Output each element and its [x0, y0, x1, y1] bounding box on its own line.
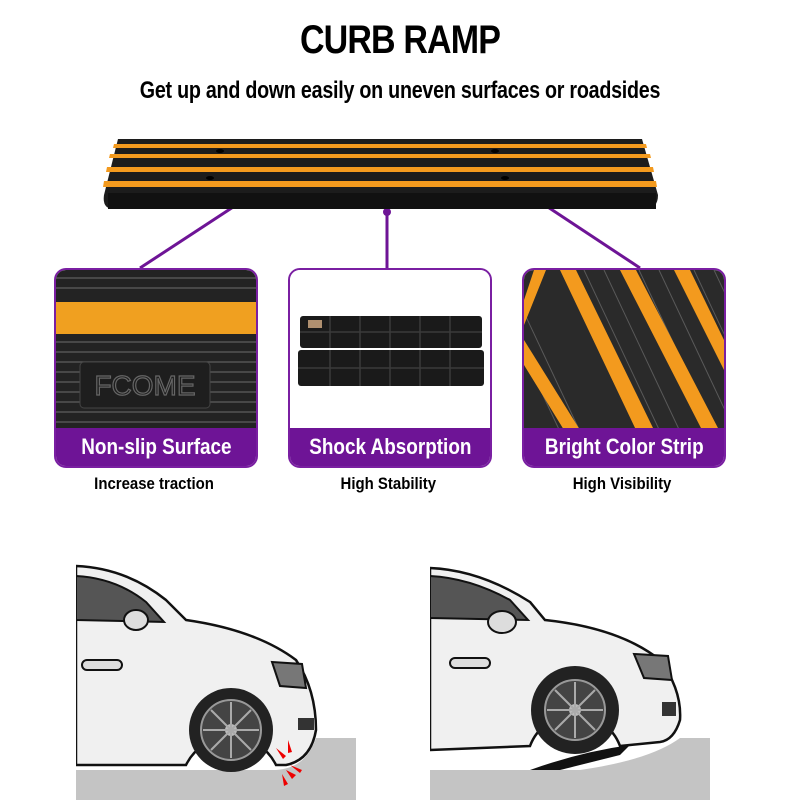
feature-label: Shock Absorption [290, 428, 490, 466]
ramp-under-wheel-icon [530, 745, 630, 770]
car-with-ramp-illustration [430, 566, 710, 800]
page-subtitle: Get up and down easily on uneven surface… [139, 77, 661, 104]
car-without-ramp-illustration [76, 564, 356, 800]
curb-ramp-image [103, 139, 658, 209]
feature-label: Non-slip Surface [56, 428, 256, 466]
svg-text:FCOME: FCOME [94, 370, 195, 401]
feature-card-shock-absorption: Shock Absorption [288, 268, 492, 468]
bright-color-strip-photo [524, 270, 724, 430]
feature-card-non-slip: FCOME Non-slip Surface [54, 268, 258, 468]
shock-absorption-photo [290, 270, 490, 430]
feature-caption: High Visibility [572, 474, 672, 493]
feature-caption: Increase traction [94, 474, 214, 493]
impact-marks-icon [276, 740, 302, 786]
feature-caption: High Stability [340, 474, 436, 493]
page-title: CURB RAMP [299, 18, 501, 62]
feature-label: Bright Color Strip [524, 428, 724, 466]
non-slip-surface-photo: FCOME [56, 270, 256, 430]
feature-card-bright-color-strip: Bright Color Strip [522, 268, 726, 468]
